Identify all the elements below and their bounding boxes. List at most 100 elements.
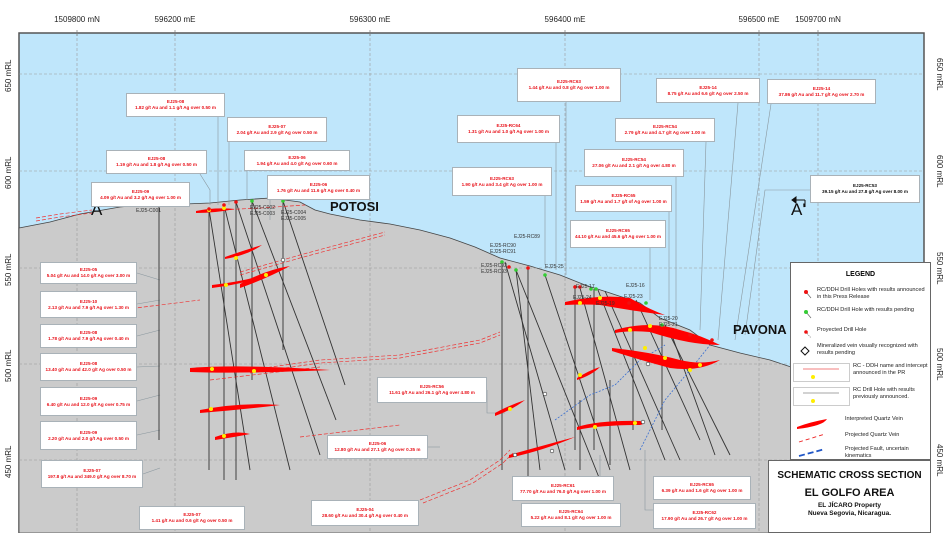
hole-name: EJ25-RC56: [419, 384, 444, 389]
hole-label: EJ25-23: [624, 294, 643, 300]
legend-item: RC/DDH Drill Hole with results pending: [795, 307, 928, 327]
projected-fault: [554, 344, 711, 451]
easting-label: 596200 mE: [154, 15, 196, 24]
hole-name: EJ25-RC65: [689, 482, 714, 487]
intercept-value: 1.44 g/t Au and 0.8 g/t Ag over 1.00 m: [528, 85, 610, 90]
hole-name: EJ25-07: [268, 123, 286, 129]
legend-item: Proyected Drill Hole: [795, 327, 928, 347]
elevation-label-left: 600 mRL: [4, 156, 13, 189]
intercept-value: 44.10 g/t Au and 45.6 g/t Ag over 1.00 m: [575, 234, 661, 239]
hole-name: EJ25-07: [83, 468, 101, 473]
elevation-label-left: 500 mRL: [4, 349, 13, 382]
elevation-label-right: 450 mRL: [935, 444, 944, 477]
legend-item: Mineralized vein visually recognized wit…: [795, 343, 928, 363]
northing-label: 1509700 mN: [795, 15, 841, 24]
intercept-value: 2.79 g/t Au and 4.7 g/t Ag over 1.00 m: [624, 130, 706, 135]
hole-label: EJ25-C001: [136, 208, 162, 214]
legend: LEGEND RC/DDH Drill Holes with results a…: [790, 262, 931, 460]
legend-item: Projected Fault, uncertain kinematics: [795, 446, 928, 466]
intercept-value: 6.40 g/t Au and 12.0 g/t Ag over 0.75 m: [46, 401, 131, 407]
elevation-label-left: 450 mRL: [4, 445, 13, 478]
intercept-value: 17.90 g/t Au and 26.7 g/t Ag over 1.00 m: [661, 516, 748, 521]
intercept-value: 28.60 g/t Au and 30.4 g/t Ag over 0.40 m: [322, 513, 408, 518]
legend-label: Proyected Drill Hole: [817, 327, 867, 333]
intercept-value: 1.82 g/t Au and 1.1 g/t Ag over 0.50 m: [135, 105, 216, 110]
hole-label: EJ25-RC89: [514, 234, 540, 240]
leader-lines: [136, 102, 810, 511]
section-marker-a: A: [91, 200, 103, 219]
legend-item: RC/DDH Drill Holes with results announce…: [795, 287, 928, 307]
title-block: SCHEMATIC CROSS SECTION EL GOLFO AREA EL…: [768, 460, 931, 533]
legend-label: RC/DDH Drill Holes with results announce…: [817, 287, 925, 300]
hole-label: EJ25-RC92: [481, 263, 507, 269]
hole-label: EJ25-C005: [281, 216, 307, 222]
intercept-value: 1.19 g/t Au and 1.8 g/t Ag over 0.50 m: [116, 162, 197, 167]
intercept-value: 8.75 g/t Au and 6.6 g/t Ag over 2.50 m: [667, 90, 749, 96]
section-marker-a-prime: A': [791, 200, 806, 219]
hole-name: EJ25-RC61: [550, 482, 575, 488]
hole-name: EJ25-RC63: [556, 79, 581, 84]
hole-name: EJ25-08: [79, 361, 98, 366]
hole-name: EJ25-RC53: [852, 183, 877, 188]
hole-name: EJ25-RC64: [558, 509, 583, 514]
legend-label: RC Drill Hole with results previously an…: [853, 387, 915, 400]
intercept-value: 1.59 g/t Au and 1.7 g/t of Ag over 1.00 …: [580, 198, 667, 204]
fault-icon: [798, 448, 826, 457]
mineralized-vein-markers: [280, 257, 651, 458]
drill-holes: [158, 200, 731, 481]
hole-label: EJ25-21: [659, 322, 678, 328]
hole-label: EJ25-25: [545, 264, 564, 270]
intercept-value: 12.80 g/t Au and 27.1 g/t Ag over 0.35 m: [334, 447, 421, 452]
intercept-value: 37.86 g/t Au and 11.7 g/t Ag over 2.70 m: [778, 91, 865, 97]
hole-name: EJ25-RC54: [652, 124, 677, 129]
hole-name: EJ25-06: [309, 181, 328, 187]
hole-label: EJ25-RC91: [490, 249, 516, 255]
legend-label: RC/DDH Drill Hole with results pending: [817, 307, 914, 313]
intercept-value: 2.13 g/t Au and 7.9 g/t Ag over 1.30 m: [48, 304, 129, 310]
hole-name: EJ25-08: [79, 330, 98, 335]
elevation-label-right: 550 mRL: [935, 252, 944, 285]
previous-box-icon: [793, 387, 850, 406]
intercept-value: 6.39 g/t Au and 1.6 g/t Ag over 1.00 m: [661, 488, 743, 493]
hole-name: EJ25-05: [79, 267, 98, 272]
intercept-value: 13.40 g/t Au and 42.0 g/t Ag over 0.50 m: [45, 367, 132, 372]
intercept-value: 1.31 g/t Au and 1.0 g/t Ag over 1.00 m: [468, 129, 549, 134]
projected-quartz-vein: [35, 204, 514, 504]
intercept-value: 1.78 g/t Au and 7.9 g/t Ag over 0.40 m: [48, 336, 129, 341]
hole-name: EJ25-06: [288, 154, 306, 160]
legend-title: LEGEND: [845, 271, 876, 278]
legend-item: RC - DDH name and intercept announced in…: [793, 363, 928, 385]
green-collar-icon: [804, 310, 812, 319]
legend-item: Interpreted Quartz Vein: [795, 416, 928, 436]
property-name: EL JÍCARO Property: [817, 502, 882, 509]
interpreted-quartz-vein: [190, 208, 720, 458]
collars: [157, 199, 714, 342]
hole-name: EJ25-09: [131, 188, 150, 194]
legend-label: RC - DDH name and intercept announced in…: [853, 363, 928, 376]
hole-name: EJ25-09: [79, 429, 98, 435]
hole-label: EJ25-C003: [250, 211, 276, 217]
hole-label: EJ25-C002: [250, 205, 276, 211]
projected-vein-icon: [798, 433, 826, 443]
hole-label: EJ25-16: [626, 283, 645, 289]
intercept-value: 39.15 g/t Au and 27.8 g/t Ag over 8.00 m: [822, 189, 908, 194]
elevation-label-left: 550 mRL: [4, 253, 13, 286]
projected-hole-icon: [804, 330, 812, 339]
hole-name: EJ25-06: [368, 441, 387, 446]
